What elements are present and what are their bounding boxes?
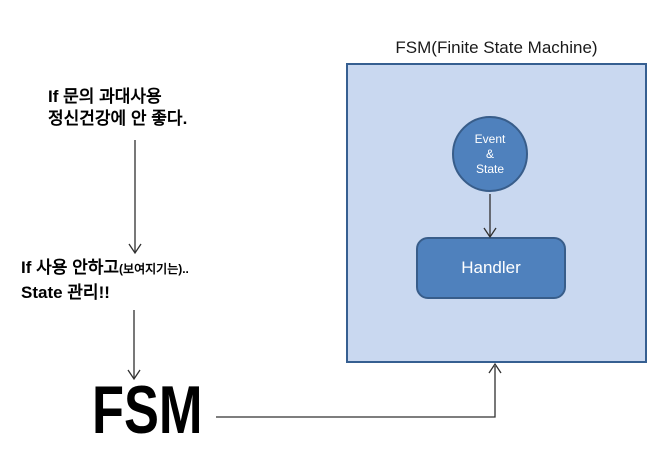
note-state-management-line1-main: If 사용 안하고 <box>21 258 120 277</box>
note-if-overuse-line1: If 문의 과대사용 <box>48 87 162 106</box>
note-state-management-line1: If 사용 안하고(보여지기는).. <box>21 256 189 281</box>
fsm-box <box>346 63 647 363</box>
note-state-management-line2: State 관리!! <box>21 283 110 302</box>
note-state-management: If 사용 안하고(보여지기는).. State 관리!! <box>21 256 189 304</box>
arrow-note2-to-fsm <box>127 310 141 381</box>
handler-node: Handler <box>416 237 566 299</box>
fsm-big-label: FSM <box>92 372 203 448</box>
arrow-note1-to-note2 <box>128 140 142 255</box>
fsm-box-title: FSM(Finite State Machine) <box>395 38 598 57</box>
note-if-overuse: If 문의 과대사용 정신건강에 안 좋다. <box>48 86 187 130</box>
note-state-management-line1-paren: (보여지기는).. <box>119 262 189 276</box>
note-if-overuse-line2: 정신건강에 안 좋다. <box>48 109 188 128</box>
arrow-fsm-to-box <box>216 362 502 418</box>
event-state-node: Event & State <box>452 116 528 192</box>
